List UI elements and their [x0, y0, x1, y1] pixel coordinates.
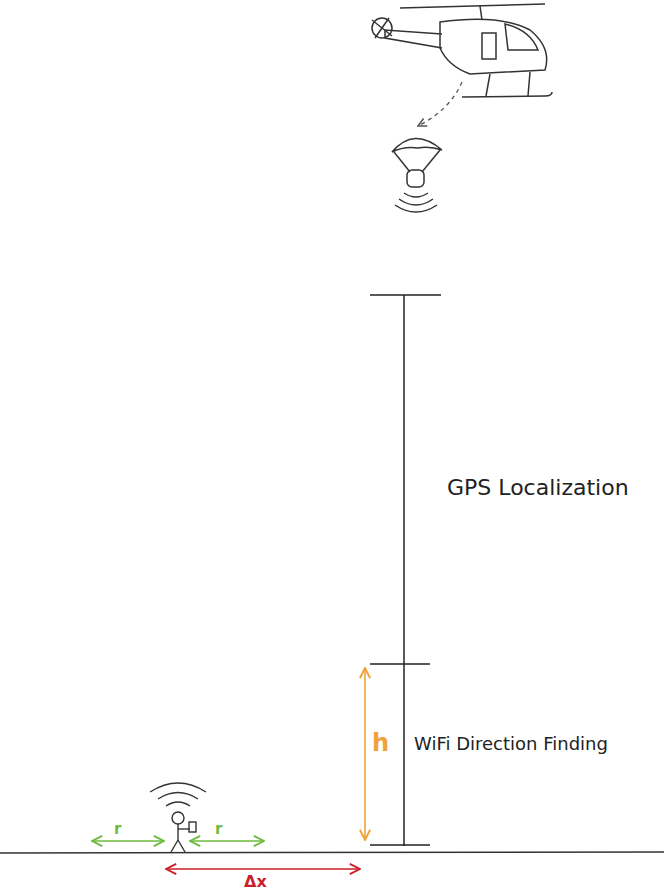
helicopter-body: [440, 19, 547, 74]
ground-line: [0, 852, 664, 853]
helicopter-door: [482, 33, 496, 59]
radius-dimension: [92, 840, 164, 842]
tail-rotor: [372, 18, 392, 38]
signal-wave: [158, 793, 198, 800]
signal-wave: [395, 205, 437, 212]
person-arm: [178, 828, 190, 829]
phase-label: GPS Localization: [447, 476, 629, 500]
phase-label: WiFi Direction Finding: [414, 734, 608, 754]
tail-rotor-blade: [375, 18, 389, 38]
signal-wave: [166, 802, 190, 806]
skid-strut: [528, 72, 530, 96]
altitude-axis: [403, 295, 405, 846]
parachute-canopy: [392, 138, 442, 152]
cockpit-window: [505, 24, 538, 50]
dimension-label: Δx: [244, 873, 267, 891]
parachute-line: [394, 152, 410, 172]
tail-boom: [385, 30, 442, 48]
person-head: [172, 812, 184, 824]
signal-wave: [404, 193, 428, 197]
person-leg: [171, 840, 178, 852]
person-body: [177, 824, 178, 840]
dimension-label: r: [114, 821, 121, 838]
scale-tick: [370, 663, 430, 665]
drop-trajectory: [418, 82, 462, 126]
parachute-line: [422, 150, 440, 172]
skid-strut: [486, 74, 490, 96]
handheld-device: [189, 822, 196, 832]
landing-skid: [462, 92, 552, 97]
parachute-sketch: [392, 138, 442, 212]
scale-tick: [370, 294, 441, 296]
dimension-label: h: [372, 730, 389, 756]
offset-dimension: [166, 868, 360, 870]
signal-wave: [150, 783, 206, 792]
rotor-mast: [480, 6, 482, 20]
person-leg: [178, 840, 185, 852]
altitude-scale: [370, 295, 441, 846]
sensor-package: [407, 170, 424, 187]
main-rotor: [400, 4, 545, 8]
scale-tick: [370, 844, 430, 846]
signal-wave: [399, 199, 433, 205]
dimension-label: r: [215, 821, 222, 838]
radius-dimension: [190, 840, 264, 842]
height-dimension: [364, 668, 366, 840]
